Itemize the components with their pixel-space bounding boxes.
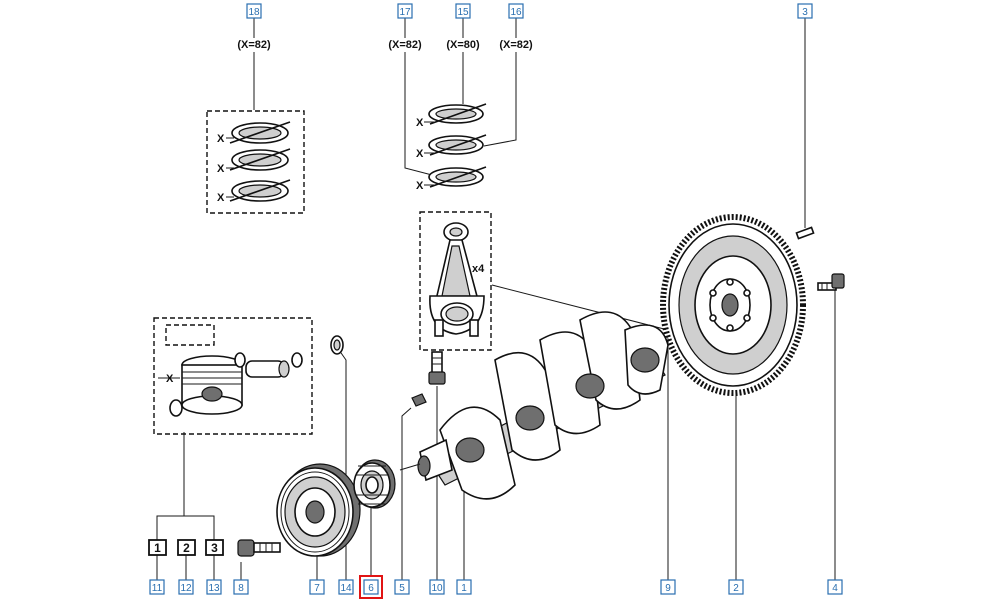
callout-14[interactable]: 14 bbox=[338, 579, 354, 595]
flywheel-bolt bbox=[817, 273, 845, 291]
timing-sprocket bbox=[353, 459, 396, 509]
callout-4[interactable]: 4 bbox=[827, 579, 843, 595]
callout-number: 3 bbox=[802, 7, 808, 18]
x-mark: X bbox=[416, 148, 424, 160]
reference-boxes: 1 2 3 bbox=[148, 539, 224, 556]
x-mark: X bbox=[166, 373, 174, 385]
pulley-bolt bbox=[237, 539, 281, 557]
callout-number: 5 bbox=[399, 583, 405, 594]
crankshaft bbox=[399, 311, 669, 500]
callout-10[interactable]: 10 bbox=[429, 579, 445, 595]
callout-number: 10 bbox=[431, 583, 443, 594]
piston-ring-set-15-16-17: X X X bbox=[416, 103, 487, 192]
connecting-rod-bolt bbox=[428, 351, 446, 385]
ring-label-17: (X=82) bbox=[388, 39, 422, 51]
callout-3[interactable]: 3 bbox=[797, 3, 813, 19]
callout-number: 15 bbox=[457, 7, 469, 18]
callout-number: 9 bbox=[665, 583, 671, 594]
callout-15[interactable]: 15 bbox=[455, 3, 471, 19]
callout-number: 4 bbox=[832, 583, 838, 594]
callout-number: 12 bbox=[180, 583, 192, 594]
x-mark: X bbox=[416, 180, 424, 192]
callout-13[interactable]: 13 bbox=[206, 579, 222, 595]
callout-number: 16 bbox=[510, 7, 522, 18]
thrust-washer bbox=[330, 335, 344, 355]
reference-box-3: 3 bbox=[211, 541, 218, 555]
callout-18[interactable]: 18 bbox=[246, 3, 262, 19]
callout-17[interactable]: 17 bbox=[397, 3, 413, 19]
callout-5[interactable]: 5 bbox=[394, 579, 410, 595]
x-mark: X bbox=[416, 117, 424, 129]
x-mark: X bbox=[217, 163, 225, 175]
x-mark: X bbox=[217, 192, 225, 204]
woodruff-key bbox=[411, 393, 427, 407]
callout-number: 7 bbox=[314, 583, 320, 594]
callout-2[interactable]: 2 bbox=[728, 579, 744, 595]
ring-label-15: (X=80) bbox=[446, 39, 480, 51]
callout-11[interactable]: 11 bbox=[149, 579, 165, 595]
callout-number: 11 bbox=[152, 583, 163, 594]
piston-assembly: X bbox=[153, 317, 313, 435]
connecting-rod-assembly: x4 bbox=[419, 211, 492, 351]
callout-7[interactable]: 7 bbox=[309, 579, 325, 595]
reference-box-1: 1 bbox=[154, 541, 161, 555]
callout-number: 13 bbox=[208, 583, 220, 594]
callout-1[interactable]: 1 bbox=[456, 579, 472, 595]
ring-label-16: (X=82) bbox=[499, 39, 533, 51]
callout-number: 6 bbox=[368, 583, 374, 594]
flywheel bbox=[660, 214, 806, 396]
callout-number: 8 bbox=[238, 583, 244, 594]
callout-16[interactable]: 16 bbox=[508, 3, 524, 19]
piston-ring-set-18: X X X bbox=[206, 110, 305, 214]
callout-12[interactable]: 12 bbox=[178, 579, 194, 595]
dowel-pin bbox=[795, 226, 815, 240]
callout-6-selected[interactable]: 6 bbox=[359, 575, 383, 599]
callout-number: 18 bbox=[248, 7, 260, 18]
ring-label-18: (X=82) bbox=[237, 39, 271, 51]
callout-number: 2 bbox=[733, 583, 739, 594]
callout-8[interactable]: 8 bbox=[233, 579, 249, 595]
reference-box-2: 2 bbox=[183, 541, 190, 555]
callout-9[interactable]: 9 bbox=[660, 579, 676, 595]
callout-number: 17 bbox=[399, 7, 411, 18]
quantity-mark: x4 bbox=[472, 263, 485, 275]
callout-number: 1 bbox=[461, 583, 467, 594]
x-mark: X bbox=[217, 133, 225, 145]
crankshaft-pulley bbox=[276, 463, 361, 557]
callout-number: 14 bbox=[340, 583, 352, 594]
